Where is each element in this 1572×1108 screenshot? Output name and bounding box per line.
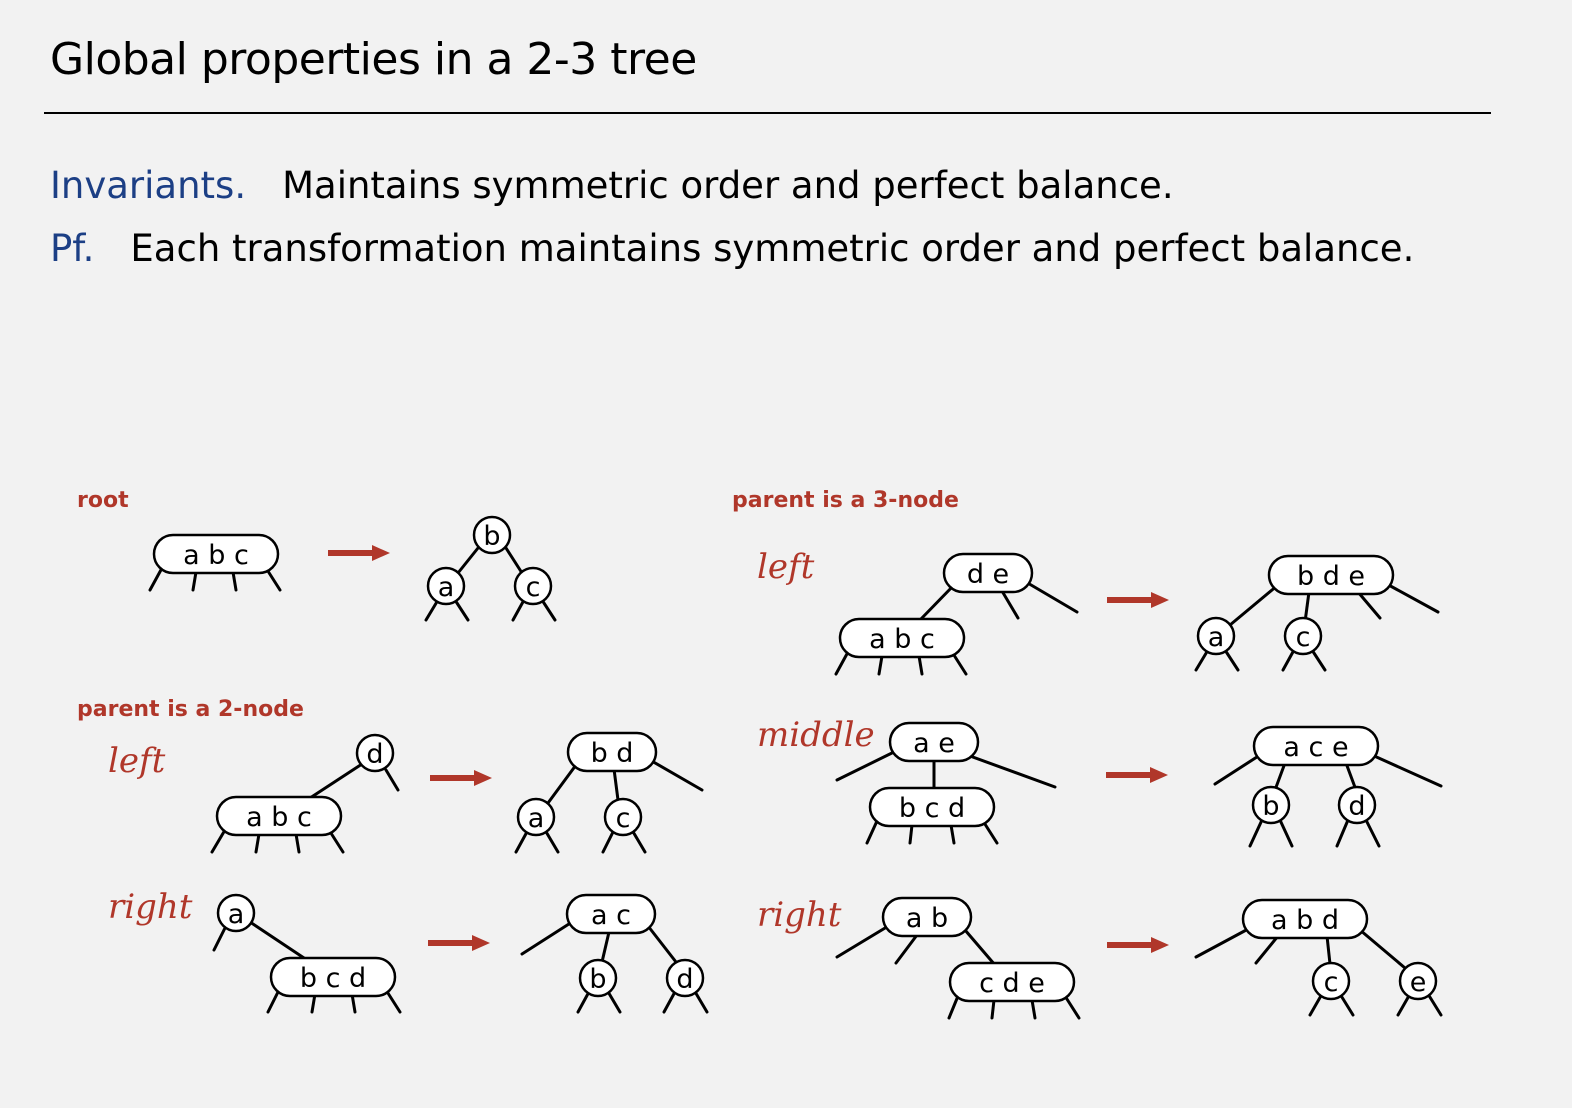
p3-left-before-tree: d e a b c — [834, 552, 1079, 676]
node-2 — [216, 893, 256, 933]
node-key: a b c — [869, 624, 935, 655]
node-2 — [355, 733, 395, 773]
arrow-icon — [328, 545, 390, 561]
node-4 — [1252, 725, 1380, 767]
arrow-icon — [428, 935, 490, 951]
root-before-tree: a b c — [148, 533, 282, 592]
invariants-line: Invariants. Maintains symmetric order and… — [50, 164, 1174, 207]
node-key: a b d — [1271, 905, 1339, 936]
node-key: c d e — [979, 968, 1045, 999]
node-2 — [513, 566, 553, 606]
case-left-3-label: left — [757, 547, 815, 587]
p3-right-after-tree: a b d c e — [1194, 898, 1443, 1017]
node-3 — [888, 721, 980, 763]
node-3 — [881, 896, 973, 938]
p3-right-before-tree: a b c d e — [835, 896, 1081, 1020]
node-2 — [578, 958, 618, 998]
node-2 — [472, 515, 512, 555]
node-key: b d — [591, 738, 634, 769]
node-key: d e — [967, 559, 1009, 590]
node-key: e — [1410, 967, 1427, 998]
node-2 — [603, 797, 643, 837]
slide-title: Global properties in a 2-3 tree — [50, 34, 697, 85]
node-key: d — [1348, 791, 1365, 822]
case-right-label: right — [108, 887, 193, 927]
p2-left-after-tree: b d a c — [514, 731, 704, 854]
proof-text: Each transformation maintains symmetric … — [130, 227, 1415, 270]
node-key: a — [1208, 622, 1225, 653]
node-2 — [1283, 616, 1323, 656]
proof-label: Pf. — [50, 227, 95, 270]
node-key: a e — [913, 728, 955, 759]
node-2 — [1398, 961, 1438, 1001]
p3-left-after-tree: b d e a c — [1194, 554, 1440, 672]
node-key: b — [483, 521, 500, 552]
node-4 — [152, 533, 280, 575]
node-2 — [516, 797, 556, 837]
node-4 — [948, 961, 1076, 1003]
invariants-label: Invariants. — [50, 164, 247, 207]
p2-right-after-tree: a c b d — [520, 893, 709, 1014]
node-key: a — [528, 803, 545, 834]
node-key: a c — [591, 900, 631, 931]
node-3 — [566, 731, 658, 773]
section-parent-3-node-label: parent is a 3-node — [732, 488, 959, 513]
node-4 — [1241, 898, 1369, 940]
node-key: d — [366, 739, 383, 770]
node-key: a b — [906, 903, 948, 934]
case-middle-3-label: middle — [757, 715, 875, 755]
node-2 — [1196, 616, 1236, 656]
p3-middle-after-tree: a c e b d — [1213, 725, 1443, 848]
node-key: d — [676, 964, 693, 995]
node-key: c — [1296, 622, 1311, 653]
node-4 — [269, 956, 397, 998]
case-right-3-label: right — [757, 895, 842, 935]
node-3 — [942, 552, 1034, 594]
node-key: a b c — [183, 540, 249, 571]
node-4 — [1267, 554, 1395, 596]
node-2 — [1337, 785, 1377, 825]
node-2 — [665, 958, 705, 998]
node-key: a — [228, 899, 245, 930]
invariants-text: Maintains symmetric order and perfect ba… — [282, 164, 1174, 207]
node-3 — [565, 893, 657, 935]
node-2 — [1311, 961, 1351, 1001]
node-key: c — [1324, 967, 1339, 998]
title-divider — [44, 112, 1491, 114]
node-key: a b c — [246, 802, 312, 833]
node-key: b c d — [899, 793, 965, 824]
node-2 — [1251, 785, 1291, 825]
node-4 — [215, 795, 343, 837]
arrow-icon — [1106, 767, 1168, 783]
node-key: c — [616, 803, 631, 834]
section-root-label: root — [77, 488, 129, 513]
p2-left-before-tree: d a b c — [210, 733, 400, 854]
node-4 — [868, 786, 996, 828]
case-left-label: left — [108, 741, 166, 781]
node-2 — [426, 566, 466, 606]
arrow-icon — [1107, 592, 1169, 608]
node-key: a — [438, 572, 455, 603]
p3-middle-before-tree: a e b c d — [835, 721, 1057, 845]
arrow-icon — [430, 770, 492, 786]
node-key: b d e — [1297, 561, 1365, 592]
node-key: b c d — [300, 963, 366, 994]
root-after-tree: b a c — [424, 515, 557, 622]
section-parent-2-node-label: parent is a 2-node — [77, 697, 304, 722]
node-4 — [838, 617, 966, 659]
node-key: b — [1262, 791, 1279, 822]
arrow-icon — [1107, 937, 1169, 953]
node-key: c — [526, 572, 541, 603]
node-key: a c e — [1283, 732, 1348, 763]
p2-right-before-tree: a b c d — [212, 893, 402, 1014]
node-key: b — [589, 964, 606, 995]
proof-line: Pf. Each transformation maintains symmetr… — [50, 227, 1414, 270]
